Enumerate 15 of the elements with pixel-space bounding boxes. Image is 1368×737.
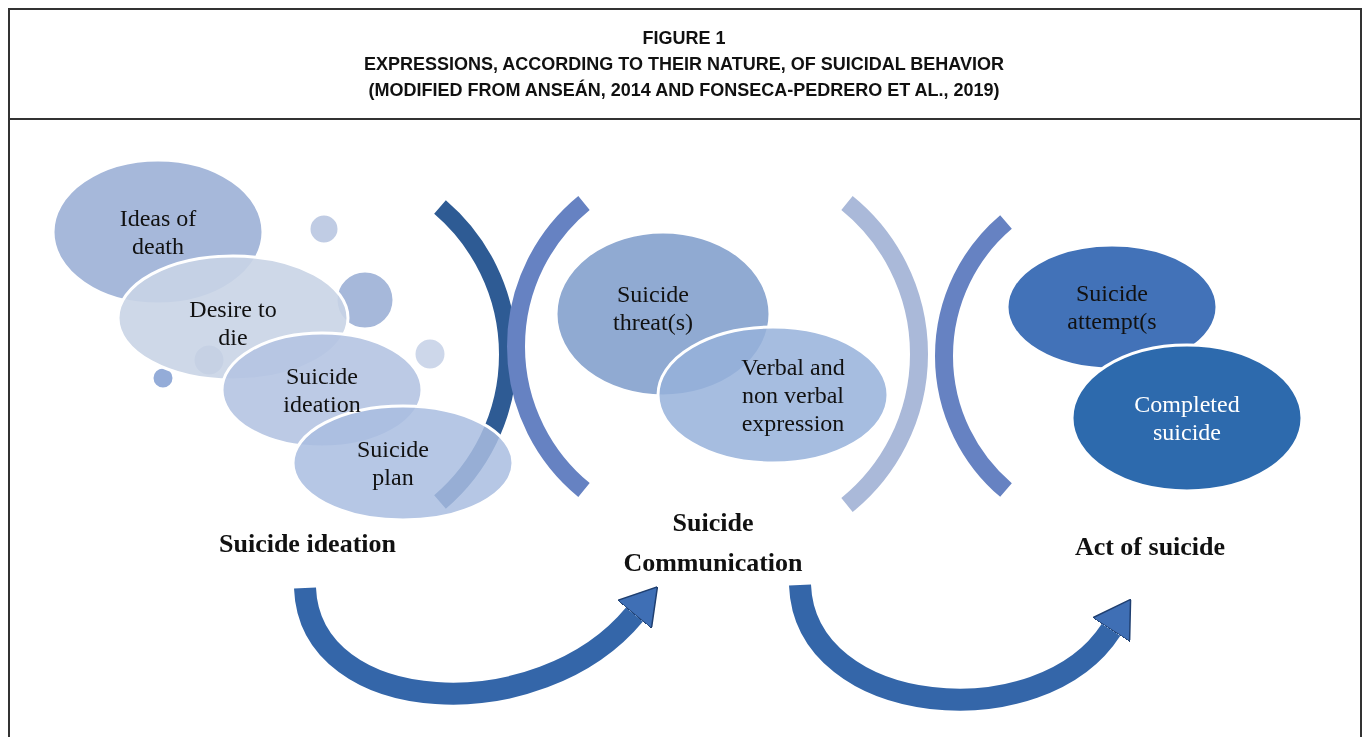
bubble-label: Suicide threat(s) [612,279,694,337]
curved-arrow [294,585,661,704]
figure-subtitle: EXPRESSIONS, ACCORDING TO THEIR NATURE, OF SUICIDAL BEHAVIOR [362,54,1006,75]
bubble-label: Suicide ideation [282,361,362,419]
figure-subtitle: (MODIFIED FROM ANSEÁN, 2014 AND FONSECA-PEDRERO ET AL., 2019) [367,80,1001,101]
bubble-label: Suicide attempt(s [1066,278,1158,336]
stage-label: Suicide ideation [219,528,396,560]
bubble-label: Completed suicide [1133,389,1241,447]
figure-title: FIGURE 1 [641,28,727,49]
bubble-label: Desire to die [188,294,278,352]
bubble-label: Ideas of death [118,203,198,261]
bubble-label: Verbal and non verbal expression [740,352,846,438]
stage-label: Suicide Communication [622,507,804,580]
bubble-label: Suicide plan [356,434,430,492]
stage-label: Act of suicide [1074,531,1226,563]
